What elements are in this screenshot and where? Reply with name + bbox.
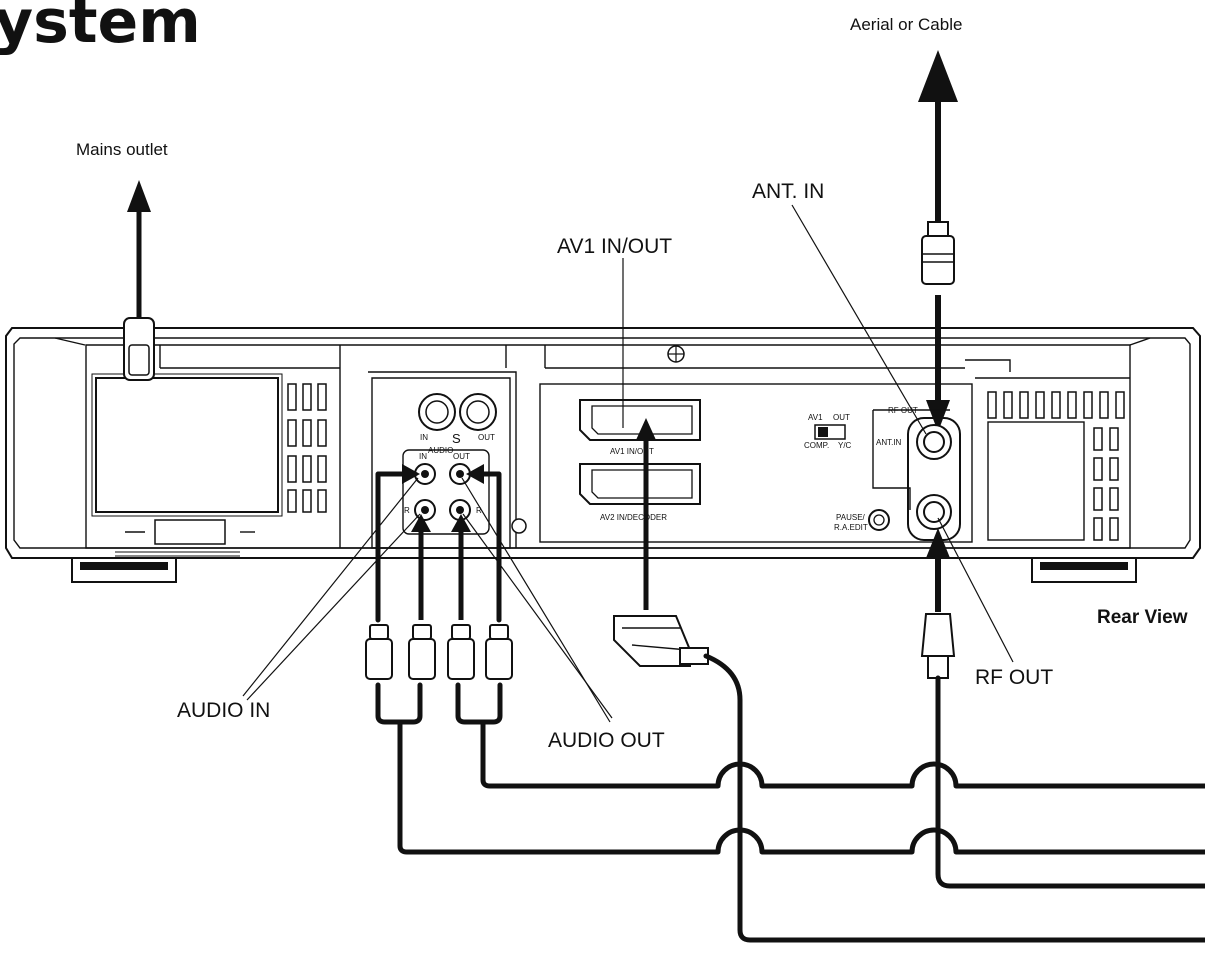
ant-in-label: ANT. IN — [752, 180, 824, 203]
audio-out-label: AUDIO OUT — [548, 729, 665, 752]
audio-s-video-panel: IN S OUT AUDIO IN OUT R R — [368, 372, 526, 548]
mains-outlet-label: Mains outlet — [76, 140, 168, 159]
audio-out-small: OUT — [453, 452, 470, 461]
left-section — [92, 318, 340, 556]
switch-av1-text: AV1 — [808, 413, 823, 422]
aerial-or-cable-label: Aerial or Cable — [850, 15, 962, 34]
aerial-cable — [918, 50, 958, 432]
pause-text-2: R.A.EDIT — [834, 523, 868, 532]
audio-arrows — [378, 464, 499, 620]
pause-text-1: PAUSE/ — [836, 513, 866, 522]
av1-in-out-label: AV1 IN/OUT — [557, 235, 672, 258]
page-title: ystem — [0, 0, 201, 57]
switch-comp-text: COMP. — [804, 441, 829, 450]
s-in-text: IN — [420, 433, 428, 442]
audio-in-small: IN — [419, 452, 427, 461]
rca-plugs — [366, 625, 512, 679]
s-out-text: OUT — [478, 433, 495, 442]
cables — [378, 656, 1205, 940]
rf-out-plug — [922, 528, 954, 678]
scart-panel: AV1 IN/OUT AV2 IN/DECODER AV1 OUT COMP. … — [506, 345, 972, 542]
audio-r-left: R — [404, 506, 410, 515]
audio-text: AUDIO — [428, 446, 453, 455]
rear-view-label: Rear View — [1097, 607, 1188, 628]
switch-yc-text: Y/C — [838, 441, 852, 450]
s-letter-text: S — [452, 431, 461, 446]
right-section — [965, 360, 1130, 540]
mains-cable — [127, 180, 151, 330]
audio-in-label: AUDIO IN — [177, 699, 270, 722]
ant-in-box-text: ANT.IN — [876, 438, 902, 447]
av2-jack-text: AV2 IN/DECODER — [600, 513, 667, 522]
switch-out-text: OUT — [833, 413, 850, 422]
rf-out-label: RF OUT — [975, 666, 1053, 689]
